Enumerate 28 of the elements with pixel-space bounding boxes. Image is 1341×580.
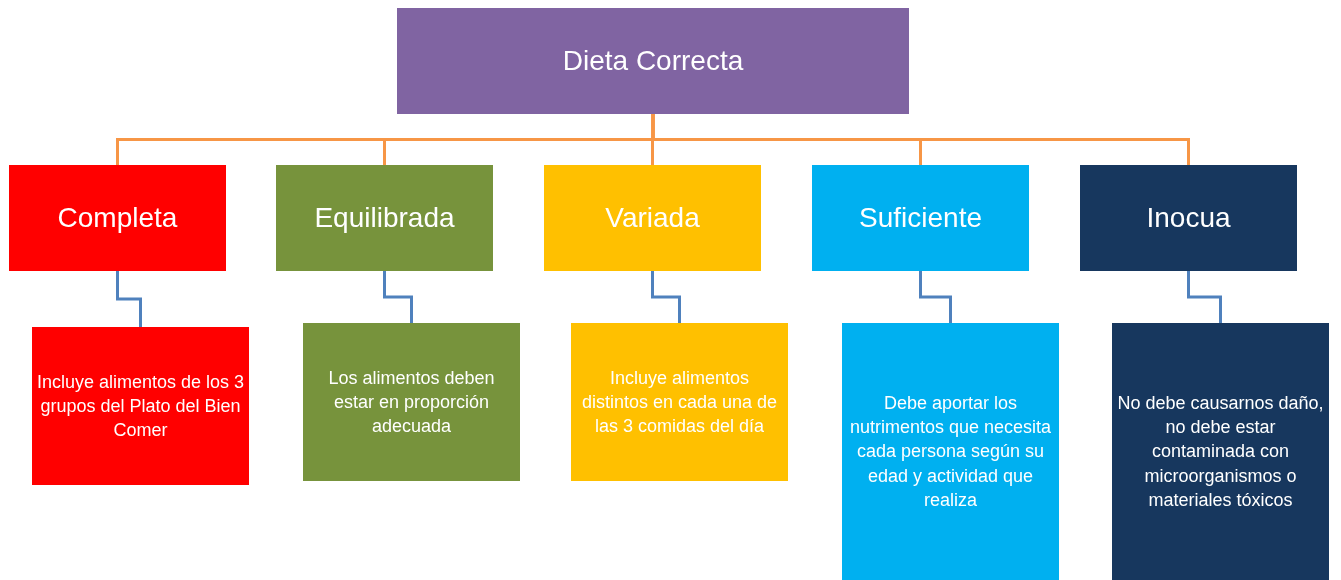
bracket-line xyxy=(116,271,142,327)
connector-line xyxy=(651,114,1190,165)
category-box xyxy=(544,165,761,271)
bracket-line xyxy=(651,271,681,323)
description-text: Debe aportar los nutrimentos que necesita cada persona según su edad y actividad que realiza xyxy=(848,391,1053,512)
description-box xyxy=(303,323,520,481)
category-box xyxy=(9,165,226,271)
description-text: Incluye alimentos de los 3 grupos del Plato del Bien Comer xyxy=(36,370,245,443)
description-box xyxy=(571,323,788,481)
description-box xyxy=(1112,323,1329,580)
category-title: Suficiente xyxy=(859,202,982,234)
description-text: Incluye alimentos distintos en cada una de las 3 comidas del día xyxy=(580,366,779,439)
category-box xyxy=(276,165,493,271)
category-box xyxy=(812,165,1029,271)
description-box xyxy=(32,327,249,485)
description-text: Los alimentos deben estar en proporción adecuada xyxy=(327,366,496,439)
category-box xyxy=(1080,165,1297,271)
category-title: Completa xyxy=(57,202,178,234)
bracket-line xyxy=(1187,271,1222,323)
category-title: Dieta Correcta xyxy=(562,45,744,77)
category-title: Equilibrada xyxy=(314,202,455,234)
category-title: Variada xyxy=(605,202,700,234)
category-title: Inocua xyxy=(1146,202,1231,234)
bracket-line xyxy=(919,271,952,323)
description-text: No debe causarnos daño, no debe estar contaminada con microorganismos o materiales tóxicos xyxy=(1116,391,1325,512)
description-box xyxy=(842,323,1059,580)
category-box xyxy=(397,8,909,114)
bracket-line xyxy=(383,271,413,323)
